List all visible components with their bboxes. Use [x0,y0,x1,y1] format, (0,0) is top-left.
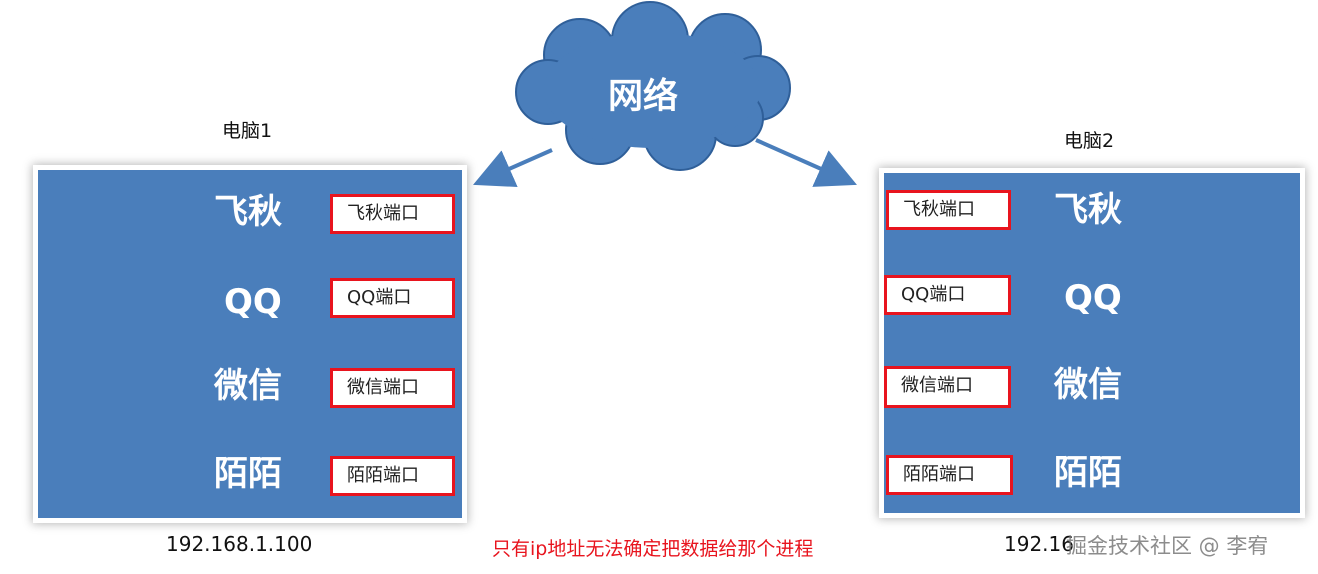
network-cloud-icon [515,1,791,171]
computer2-title: 电脑2 [1064,130,1115,152]
computer2-panel: 飞秋端口 飞秋 QQ端口 QQ 微信端口 微信 陌陌端口 陌陌 [884,173,1300,513]
computer1-app-wechat: 微信 [214,366,282,406]
computer2-ip: 192.16 [1004,532,1074,556]
watermark: 掘金技术社区 @ 李宥 [1066,534,1269,558]
computer1-ip: 192.168.1.100 [166,532,313,556]
computer2-port-feiqiu: 飞秋端口 [886,190,1011,230]
computer2-port-momo: 陌陌端口 [886,455,1013,495]
network-label: 网络 [608,77,679,117]
computer1-port-wechat: 微信端口 [330,368,455,408]
computer1-port-momo: 陌陌端口 [330,456,455,496]
diagram-caption: 只有ip地址无法确定把数据给那个进程 [492,538,814,560]
computer2-app-wechat: 微信 [1054,365,1122,405]
computer2-app-momo: 陌陌 [1054,453,1122,493]
computer2-app-feiqiu: 飞秋 [1054,190,1122,230]
computer1-title: 电脑1 [222,120,273,142]
computer1-port-feiqiu: 飞秋端口 [330,194,455,234]
computer1-app-qq: QQ [224,282,282,322]
computer2-port-qq: QQ端口 [884,275,1011,315]
arrow-to-computer1 [473,148,553,187]
computer2-port-wechat: 微信端口 [884,366,1011,408]
computer1-app-momo: 陌陌 [214,454,282,494]
computer1-panel: 飞秋 飞秋端口 QQ QQ端口 微信 微信端口 陌陌 陌陌端口 [38,170,462,518]
computer1-app-feiqiu: 飞秋 [214,192,282,232]
computer1-port-qq: QQ端口 [330,278,455,318]
computer2-app-qq: QQ [1064,278,1122,318]
arrow-to-computer2 [755,138,857,187]
